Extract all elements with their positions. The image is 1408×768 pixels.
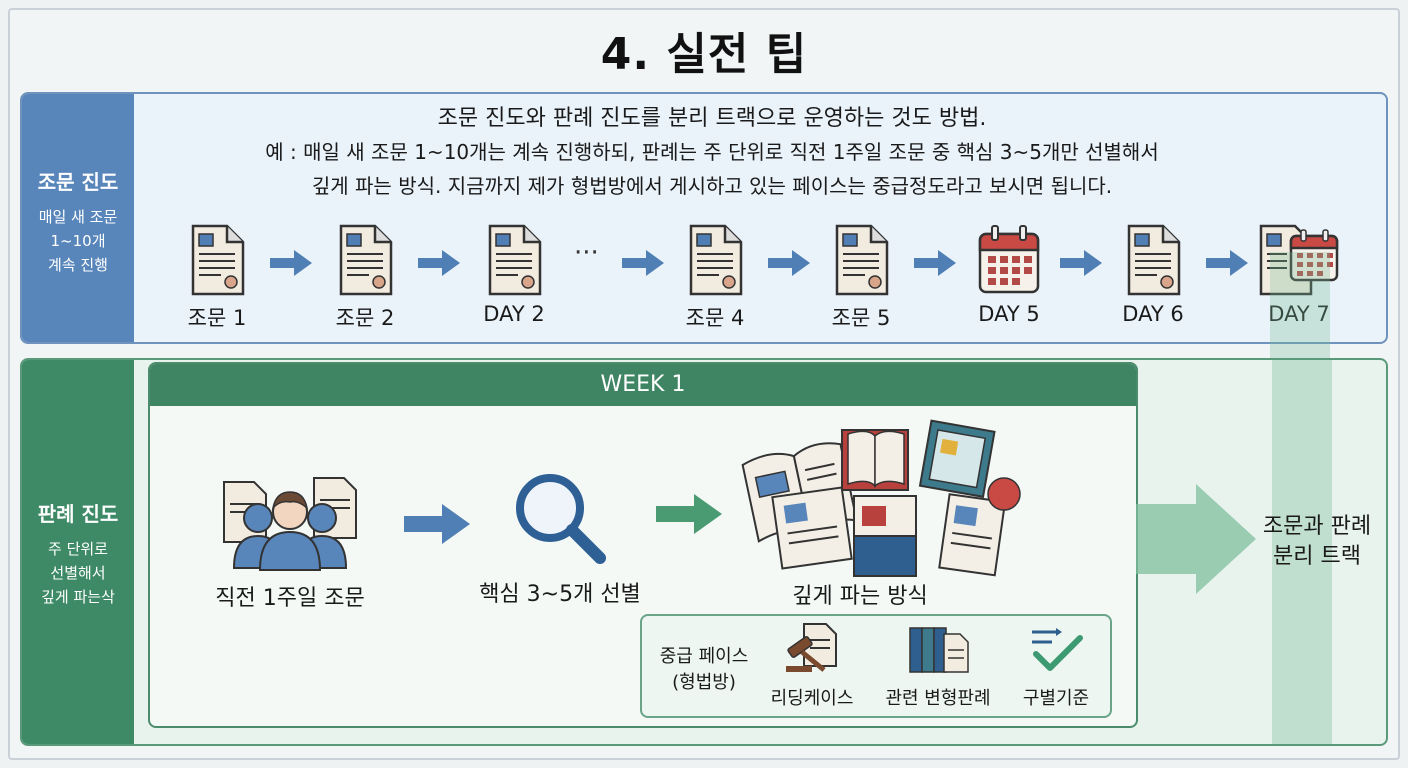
sequence-item: DAY 2 bbox=[459, 224, 569, 326]
case-progress-desc-2: 선별해서 bbox=[50, 564, 106, 582]
pace-item-label: 리딩케이스 bbox=[770, 688, 854, 709]
binders-icon bbox=[909, 627, 969, 673]
page-title: 4. 실전 팁 bbox=[600, 29, 808, 80]
result-text: 조문과 판례 분리 트랙 bbox=[1232, 512, 1386, 572]
sequence-label: 조문 2 bbox=[335, 306, 395, 330]
people-documents-icon bbox=[223, 477, 357, 571]
sequence-label: DAY 5 bbox=[978, 302, 1040, 326]
article-progress-desc-1: 매일 새 조문 bbox=[38, 208, 118, 226]
gavel-icon bbox=[786, 623, 837, 672]
books-icon bbox=[741, 419, 1021, 577]
result-line-2: 분리 트랙 bbox=[1273, 544, 1361, 569]
document-icon bbox=[835, 224, 889, 296]
arrow-right-icon bbox=[914, 250, 956, 276]
big-arrow-right-icon bbox=[1136, 484, 1256, 594]
article-progress-desc-2: 1~10개 bbox=[50, 232, 106, 250]
sequence-item: DAY 7 bbox=[1244, 224, 1354, 326]
track-connector bbox=[1270, 252, 1330, 362]
arrow-right-icon bbox=[418, 250, 460, 276]
intro-line-3: 깊게 파는 방식. 지금까지 제가 형법방에서 게시하고 있는 페이스는 중급정… bbox=[311, 174, 1113, 198]
pace-item-label: 관련 변형판례 bbox=[885, 688, 991, 709]
document-calendar-icon bbox=[1259, 224, 1339, 296]
document-icon bbox=[191, 224, 245, 296]
intro-line-1: 조문 진도와 판례 진도를 분리 트랙으로 운영하는 것도 방법. bbox=[437, 106, 987, 131]
arrow-right-icon bbox=[1060, 250, 1102, 276]
week-box: WEEK 1 직전 1주일 조문 핵심 3~5개 선별 bbox=[148, 362, 1138, 728]
article-progress-desc-3: 계속 진행 bbox=[48, 256, 108, 274]
arrow-right-icon bbox=[404, 504, 470, 544]
step-label: 핵심 3~5개 선별 bbox=[479, 582, 641, 607]
magnifier-icon bbox=[516, 474, 606, 564]
arrow-right-icon bbox=[270, 250, 312, 276]
document-icon bbox=[339, 224, 393, 296]
track-band bbox=[1272, 360, 1332, 744]
arrow-right-icon bbox=[622, 250, 664, 276]
case-progress-side: 판례 진도 주 단위로 선별해서 깊게 파는삭 bbox=[22, 360, 134, 744]
pace-label-2: (형법방) bbox=[672, 672, 736, 693]
step-label: 깊게 파는 방식 bbox=[792, 584, 928, 609]
sequence-item: 조문 2 bbox=[310, 224, 420, 332]
pace-box: 중급 페이스 (형법방) 리딩케이스 관련 변형판례 bbox=[640, 614, 1112, 718]
result-line-1: 조문과 판례 bbox=[1262, 514, 1372, 539]
sequence-label: DAY 7 bbox=[1268, 302, 1330, 326]
document-icon bbox=[1127, 224, 1181, 296]
arrow-right-icon bbox=[1206, 250, 1248, 276]
sequence-item: 조문 1 bbox=[162, 224, 272, 332]
article-progress-side: 조문 진도 매일 새 조문 1~10개 계속 진행 bbox=[22, 94, 134, 342]
sequence-label: DAY 2 bbox=[483, 302, 545, 326]
checklist-icon bbox=[1032, 628, 1083, 671]
calendar-icon bbox=[978, 225, 1040, 294]
pace-item-label: 구별기준 bbox=[1022, 688, 1090, 709]
case-progress-desc-1: 주 단위로 bbox=[48, 540, 108, 558]
week-label: WEEK 1 bbox=[150, 364, 1136, 406]
case-progress-title: 판례 진도 bbox=[37, 502, 119, 526]
ellipsis: ··· bbox=[574, 238, 599, 268]
sequence-label: DAY 6 bbox=[1122, 302, 1184, 326]
step-label: 직전 1주일 조문 bbox=[215, 586, 365, 611]
article-progress-title: 조문 진도 bbox=[37, 170, 119, 194]
article-progress-panel: 조문 진도 매일 새 조문 1~10개 계속 진행 조문 진도와 판례 진도를 … bbox=[20, 92, 1388, 344]
intro-line-2: 예 : 매일 새 조문 1~10개는 계속 진행하되, 판례는 주 단위로 직전… bbox=[265, 140, 1159, 164]
sequence-label: 조문 1 bbox=[187, 306, 247, 330]
arrow-right-icon bbox=[768, 250, 810, 276]
sequence-item: DAY 5 bbox=[954, 224, 1064, 326]
sequence-item: 조문 4 bbox=[660, 224, 770, 332]
sequence-label: 조문 5 bbox=[831, 306, 891, 330]
case-progress-desc-3: 깊게 파는삭 bbox=[41, 588, 115, 606]
sequence-label: 조문 4 bbox=[685, 306, 745, 330]
pace-label-1: 중급 페이스 bbox=[659, 646, 749, 667]
arrow-right-icon bbox=[656, 494, 722, 534]
document-icon bbox=[689, 224, 743, 296]
document-icon bbox=[488, 224, 542, 296]
case-progress-panel: 판례 진도 주 단위로 선별해서 깊게 파는삭 WEEK 1 직전 1주일 조문 bbox=[20, 358, 1388, 746]
sequence-item: DAY 6 bbox=[1098, 224, 1208, 326]
sequence-item: 조문 5 bbox=[806, 224, 916, 332]
